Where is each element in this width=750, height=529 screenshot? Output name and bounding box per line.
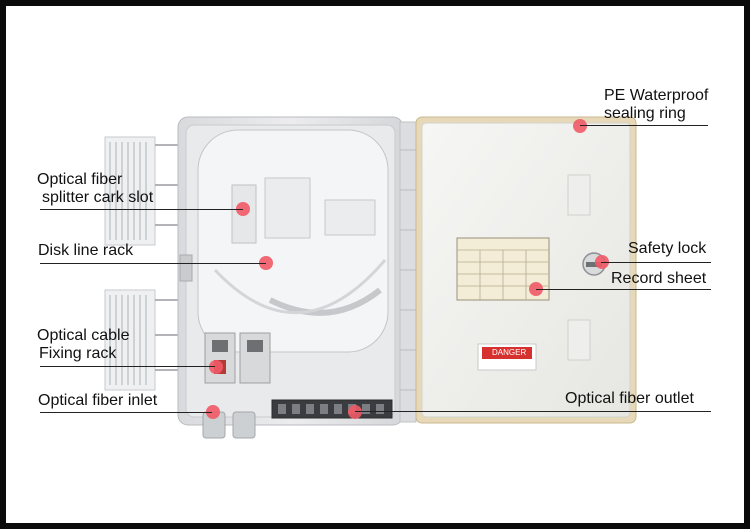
box-body [177,116,417,426]
label-cable-line2: Fixing rack [39,345,117,362]
label-splitter-line1: Optical fiber [37,171,123,188]
leader-line-pe [580,125,708,126]
callout-marker-dot [348,405,362,419]
leader-line-lock [601,262,711,263]
label-pe-line2: sealing ring [604,105,686,122]
label-pe-line1: PE Waterproof [604,87,709,104]
leader-line-record [536,289,711,290]
box-door [415,116,637,424]
label-splitter-line2: splitter cark slot [42,189,154,206]
callout-marker-dot [573,119,587,133]
leader-line-splitter [40,209,243,210]
leader-line-inlet [40,412,212,413]
callout-marker-dot [206,405,220,419]
label-fiber-outlet: Optical fiber outlet [565,390,694,407]
callout-marker-dot [236,202,250,216]
callout-marker-dot [209,360,223,374]
leader-line-outlet [355,411,711,412]
leader-line-disk [40,263,266,264]
label-cable-line1: Optical cable [37,327,130,344]
callout-marker-dot [259,256,273,270]
leader-line-cable [40,366,215,367]
cable-gland-icon [202,411,256,439]
label-disk-line-rack: Disk line rack [38,242,134,259]
adapter-comb-icon [104,136,180,391]
label-record-sheet: Record sheet [611,270,707,287]
label-safety-lock: Safety lock [628,240,707,257]
label-fiber-inlet: Optical fiber inlet [38,392,158,409]
danger-sign-text: DANGER [492,348,527,357]
